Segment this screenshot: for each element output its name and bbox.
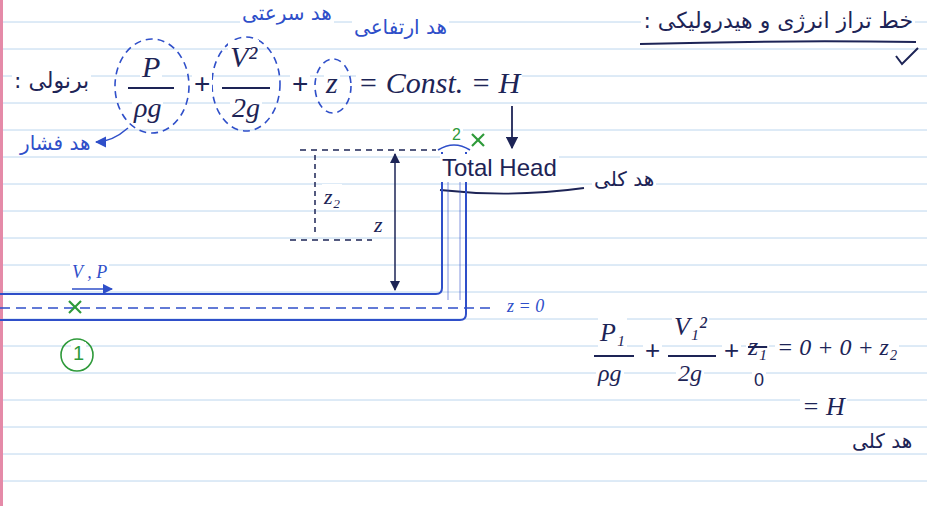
operator: + — [722, 336, 741, 366]
term-note: هد سرعتی — [240, 2, 334, 25]
equation-term: ρg — [596, 360, 624, 388]
dimension-label: z₂ — [322, 184, 342, 209]
page-title: خط تراز انرژی و هیدرولیکی : — [641, 8, 915, 33]
operator: + — [290, 68, 310, 100]
operator: + — [643, 336, 662, 366]
equation-term: z — [324, 66, 340, 101]
equation-term: V₁² — [672, 312, 709, 342]
term-circles — [115, 37, 351, 133]
equation-term: ρg — [132, 92, 163, 124]
pointer-arrow — [511, 106, 513, 148]
check-mark — [896, 48, 918, 64]
equation-name: برنولی : — [12, 68, 91, 93]
dimension-label: z — [372, 212, 385, 237]
point-number: 2 — [450, 126, 463, 144]
equation-term: P — [140, 50, 162, 85]
term-note: هد کلی — [850, 430, 914, 453]
term-note: هد کلی — [592, 168, 656, 191]
flow-label: V , P — [70, 262, 109, 283]
equation-term: 0 — [752, 370, 766, 391]
margin-line — [0, 0, 3, 506]
datum-label: z = 0 — [505, 296, 546, 317]
term-note: هد ارتفاعی — [352, 16, 449, 39]
pointer-arrow — [96, 128, 128, 142]
term-note: Total Head — [440, 154, 559, 182]
title-underline — [640, 41, 916, 44]
underline — [440, 188, 584, 194]
pipe-figure — [0, 145, 470, 320]
equation-term: = H — [800, 392, 847, 422]
point-circle — [61, 339, 93, 371]
ruled-lines — [0, 22, 927, 481]
equation-term: P₁ — [598, 318, 627, 348]
point-marks — [69, 134, 484, 313]
equation-term: = Const. = H — [356, 66, 522, 101]
term-note: هد فشار — [18, 132, 93, 155]
equation-term: 2g — [230, 92, 262, 124]
height-dimension — [290, 150, 436, 290]
flow-arrow — [72, 288, 112, 290]
fraction-bars — [128, 88, 716, 356]
point-number: 1 — [71, 342, 86, 365]
equation-term: 2g — [676, 360, 704, 388]
operator: + — [192, 68, 212, 100]
equation-term: = 0 + 0 + z₂ — [775, 334, 899, 362]
equation-term: V² — [228, 40, 259, 75]
equation-term: z₁ — [746, 332, 769, 362]
